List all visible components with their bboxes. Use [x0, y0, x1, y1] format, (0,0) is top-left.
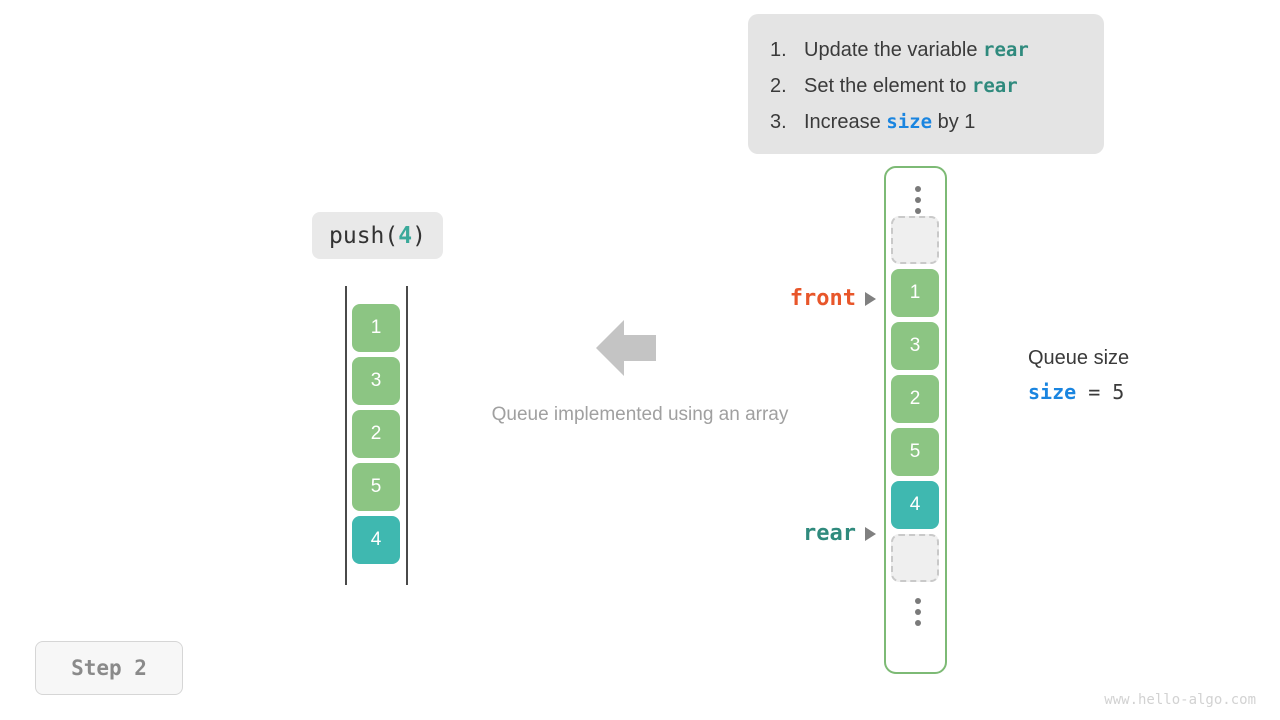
circular-queue-column: 1 3 2 5 4 [884, 166, 947, 674]
array-cell: 3 [352, 357, 400, 405]
rear-pointer: rear [700, 521, 876, 546]
left-arrow-icon [596, 320, 656, 376]
queue-size-expression: size = 5 [1028, 380, 1129, 404]
front-pointer: front [700, 286, 876, 311]
array-cell: 1 [352, 304, 400, 352]
operation-name: push( [329, 222, 399, 249]
queue-cell-empty [891, 216, 939, 264]
instruction-text: Update the variable [804, 39, 984, 61]
instruction-code-rear: rear [983, 39, 1029, 61]
array-cell-new: 4 [352, 516, 400, 564]
queue-cell: 5 [891, 428, 939, 476]
instruction-item: 1. Update the variable rear [748, 32, 1104, 68]
instruction-item: 2. Set the element to rear [748, 68, 1104, 104]
instruction-text: Set the element to [804, 75, 972, 97]
queue-cell: 2 [891, 375, 939, 423]
operation-close: ) [412, 222, 426, 249]
operation-label: push(4) [312, 212, 443, 259]
instruction-index: 3. [770, 111, 787, 133]
ellipsis-bottom-icon [886, 598, 949, 626]
arrow-right-icon [865, 291, 876, 306]
array-rail-left [345, 286, 347, 585]
arrow-right-icon [865, 526, 876, 541]
diagram-caption: Queue implemented using an array [491, 404, 789, 425]
instruction-code-size: size [886, 111, 933, 133]
size-variable: size [1028, 380, 1077, 404]
left-array-cells: 1 3 2 5 4 [352, 304, 400, 569]
queue-cell: 1 [891, 269, 939, 317]
queue-cell-new: 4 [891, 481, 939, 529]
array-cell: 5 [352, 463, 400, 511]
watermark: www.hello-algo.com [1104, 692, 1256, 708]
instruction-index: 2. [770, 75, 787, 97]
instruction-code-rear: rear [971, 75, 1018, 97]
instruction-item: 3. Increase size by 1 [748, 104, 1104, 140]
array-rail-right [406, 286, 408, 585]
step-badge: Step 2 [35, 641, 183, 695]
circular-queue-cells: 1 3 2 5 4 [891, 216, 939, 587]
queue-size-title: Queue size [1028, 347, 1130, 369]
instruction-text: Increase [804, 111, 887, 133]
front-pointer-label: front [789, 286, 856, 311]
queue-cell-empty [891, 534, 939, 582]
queue-size-readout: Queue size size = 5 [1028, 344, 1129, 404]
instruction-text-after: by 1 [932, 111, 976, 133]
queue-cell: 3 [891, 322, 939, 370]
ellipsis-top-icon [886, 186, 949, 214]
instruction-callout: 1. Update the variable rear 2. Set the e… [748, 14, 1104, 154]
instruction-index: 1. [770, 39, 787, 61]
array-cell: 2 [352, 410, 400, 458]
left-array: 1 3 2 5 4 [345, 286, 408, 585]
size-value: = 5 [1076, 380, 1125, 404]
rear-pointer-label: rear [803, 521, 856, 546]
operation-argument: 4 [398, 222, 413, 249]
